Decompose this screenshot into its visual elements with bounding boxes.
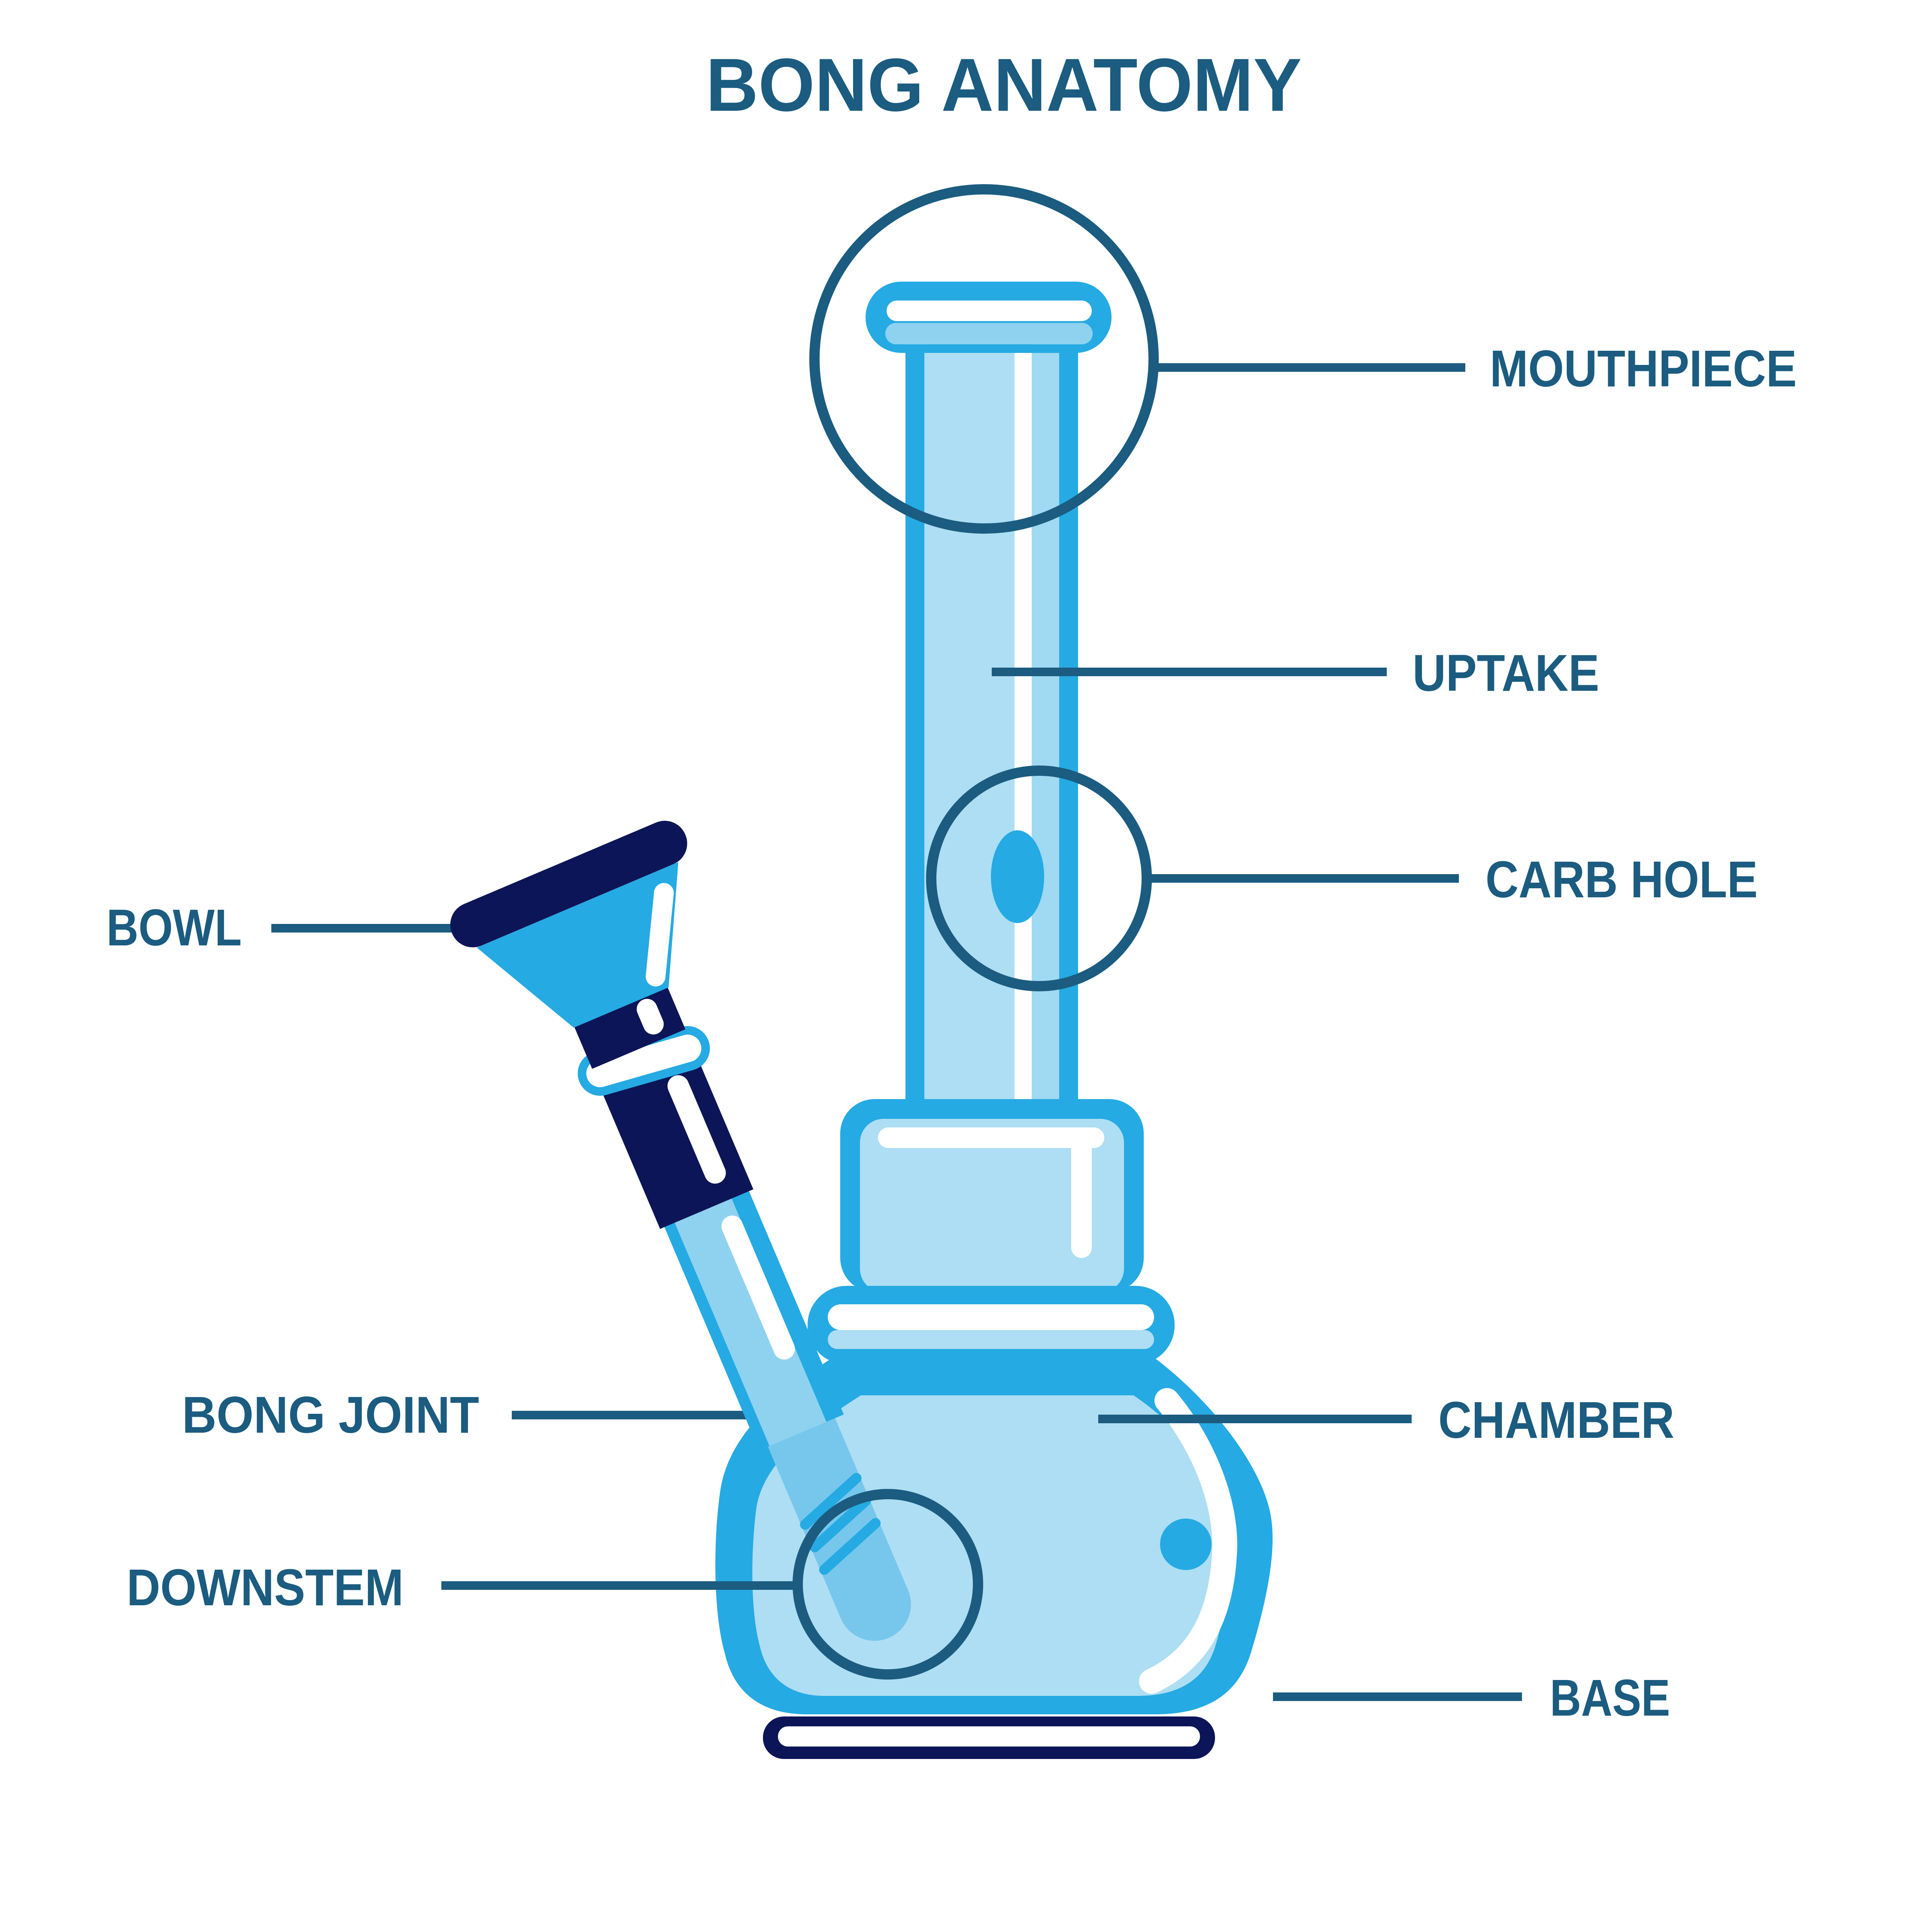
mouthpiece-cap	[866, 282, 1112, 353]
label-mouthpiece: MOUTHPIECE	[1490, 339, 1797, 398]
label-base: BASE	[1550, 1668, 1670, 1727]
bowl-highlight	[645, 883, 674, 987]
mouthpiece-callout-circle	[809, 184, 1159, 534]
base-foot	[763, 1716, 1215, 1759]
label-uptake: UPTAKE	[1413, 644, 1599, 702]
bowl-rim	[450, 820, 687, 948]
downstem-slit	[819, 1518, 881, 1575]
label-chamber: CHAMBER	[1438, 1391, 1674, 1449]
page-title: BONG ANATOMY	[706, 43, 1302, 127]
bowl-downstem-assembly	[450, 820, 911, 1641]
label-bowl: BOWL	[106, 898, 242, 957]
chamber-highlight	[1139, 1388, 1237, 1694]
bong-joint-band	[599, 1047, 753, 1229]
bowl	[450, 820, 687, 1028]
carb-hole	[991, 830, 1044, 923]
carb-hole-callout-circle	[926, 766, 1152, 991]
chamber-bubble	[1160, 1519, 1212, 1570]
neck-collar	[808, 1286, 1175, 1364]
label-bong-joint: BONG JOINT	[182, 1385, 479, 1444]
downstem-slit	[809, 1495, 871, 1552]
label-downstem: DOWNSTEM	[127, 1558, 404, 1616]
label-carb-hole: CARB HOLE	[1485, 850, 1758, 908]
downstem-callout-circle	[793, 1489, 983, 1680]
uptake-tube	[905, 341, 1078, 1116]
bowl-neck-band	[573, 984, 686, 1069]
downstem-slit	[800, 1473, 862, 1530]
neck-joint	[840, 1099, 1144, 1292]
